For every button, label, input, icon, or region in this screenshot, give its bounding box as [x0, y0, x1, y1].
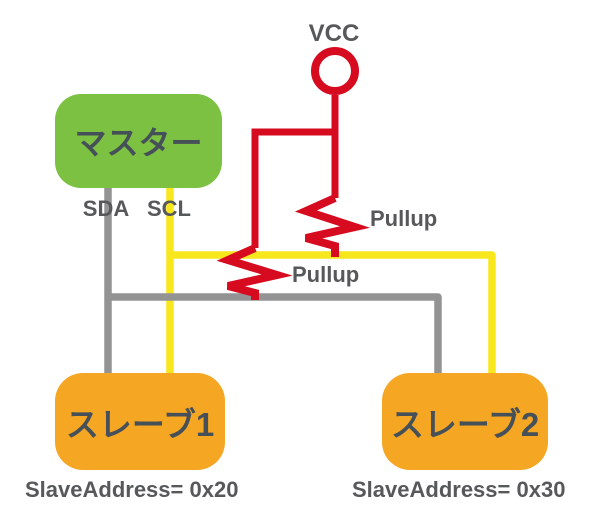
vcc-wire-branch	[251, 128, 335, 248]
master-label: マスター	[74, 125, 203, 161]
slave1-box: スレーブ1	[55, 373, 225, 470]
slave1-label: スレーブ1	[65, 405, 215, 443]
pullup-label-scl: Pullup	[370, 206, 438, 231]
slave2-address: SlaveAddress= 0x30	[352, 477, 566, 502]
scl-bus-wire	[170, 251, 496, 376]
vcc-terminal-circle	[311, 47, 359, 95]
sda-label: SDA	[82, 196, 130, 221]
slave2-box: スレーブ2	[382, 373, 548, 470]
master-box: マスター	[55, 94, 222, 188]
slave2-label: スレーブ2	[390, 405, 540, 443]
scl-label: SCL	[147, 196, 191, 221]
slave1-address: SlaveAddress= 0x20	[25, 477, 239, 502]
pullup-resistor-sda	[216, 244, 293, 300]
vcc-label: VCC	[308, 20, 360, 47]
sda-bus-wire	[108, 293, 442, 376]
pullup-resistor-scl	[294, 194, 371, 257]
pullup-label-sda: Pullup	[292, 262, 360, 287]
